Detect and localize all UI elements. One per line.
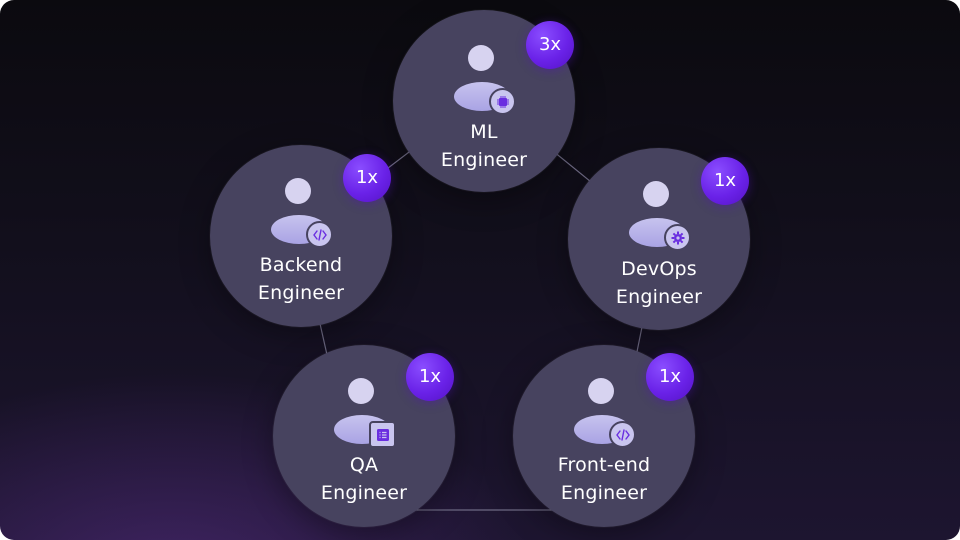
qa-engineer-count-badge: 1x [406,353,454,401]
role-title-line1: Front-end [557,454,651,476]
role-title-line1: QA [349,454,379,476]
role-title-line1: DevOps [621,258,697,280]
avatar-head [588,378,614,404]
code-icon [609,421,636,448]
ml-engineer-count-badge: 3x [526,21,574,69]
backend-engineer-count-badge: 1x [343,154,391,202]
code-icon [306,221,333,248]
avatar-head [285,178,311,204]
devops-engineer-node: DevOps Engineer [568,148,750,330]
checklist-icon [369,421,396,448]
role-title-line2: Engineer [560,482,648,504]
avatar-head [468,45,494,71]
role-title-line2: Engineer [257,282,345,304]
role-title-line1: ML [470,121,498,143]
frontend-engineer-count-badge: 1x [646,353,694,401]
chip-icon [489,88,516,115]
role-title-line1: Backend [259,254,343,276]
devops-engineer-count-badge: 1x [701,157,749,205]
avatar-head [643,181,669,207]
role-title-line2: Engineer [440,149,528,171]
role-title-line2: Engineer [320,482,408,504]
role-title-line2: Engineer [615,286,703,308]
avatar-head [348,378,374,404]
gear-icon [664,224,691,251]
